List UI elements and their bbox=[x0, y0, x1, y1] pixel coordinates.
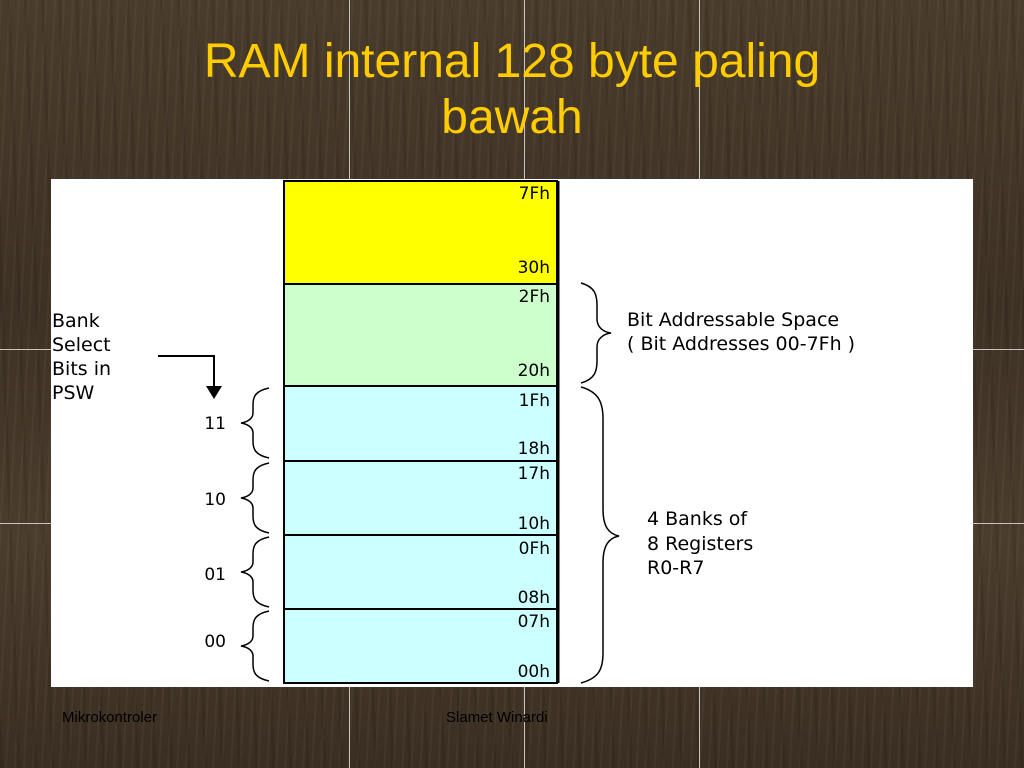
bank-select-arrow-line bbox=[158, 355, 215, 389]
bit-space-line-1: Bit Addressable Space bbox=[627, 309, 839, 331]
brace-bank-2 bbox=[240, 462, 270, 534]
addr-30h: 30h bbox=[518, 258, 550, 278]
addr-10h: 10h bbox=[518, 514, 550, 534]
bank-code-11: 11 bbox=[204, 414, 226, 434]
block-bank-0 bbox=[283, 608, 558, 684]
slide-title: RAM internal 128 byte paling bawah bbox=[100, 34, 924, 146]
brace-bank-3 bbox=[240, 387, 270, 459]
bank-select-line-1: Bank bbox=[52, 310, 100, 332]
block-bit-addressable bbox=[283, 283, 558, 387]
title-line-1: RAM internal 128 byte paling bbox=[203, 35, 821, 88]
addr-2fh: 2Fh bbox=[519, 287, 550, 307]
addr-07h: 07h bbox=[518, 612, 550, 632]
footer-author: Slamet Winardi bbox=[446, 709, 548, 726]
brace-bank-1 bbox=[240, 536, 270, 608]
banks-note-line-3: R0-R7 bbox=[647, 557, 704, 579]
bank-code-00: 00 bbox=[204, 632, 226, 652]
brace-bank-0 bbox=[240, 610, 270, 682]
block-bank-1 bbox=[283, 534, 558, 610]
bank-code-10: 10 bbox=[204, 490, 226, 510]
brace-bit-space bbox=[580, 282, 612, 384]
brace-register-banks bbox=[580, 386, 620, 684]
block-bank-2 bbox=[283, 460, 558, 536]
title-line-2: bawah bbox=[441, 91, 583, 144]
addr-0fh: 0Fh bbox=[519, 539, 550, 559]
addr-00h: 00h bbox=[518, 662, 550, 682]
block-general-ram bbox=[283, 180, 558, 285]
banks-note-line-1: 4 Banks of bbox=[647, 508, 748, 530]
addr-7fh: 7Fh bbox=[519, 184, 550, 204]
memory-map-diagram: 7Fh 30h 2Fh 20h 1Fh 18h 17h 10h 0Fh 08h … bbox=[51, 179, 973, 687]
addr-08h: 08h bbox=[518, 588, 550, 608]
bit-space-line-2: ( Bit Addresses 00-7Fh ) bbox=[627, 333, 855, 355]
bank-select-line-2: Select bbox=[52, 334, 111, 356]
banks-note-line-2: 8 Registers bbox=[647, 533, 753, 555]
addr-17h: 17h bbox=[518, 464, 550, 484]
bank-select-arrow-head bbox=[206, 386, 222, 399]
addr-20h: 20h bbox=[518, 361, 550, 381]
addr-18h: 18h bbox=[518, 439, 550, 459]
bank-select-line-4: PSW bbox=[52, 382, 95, 404]
bank-code-01: 01 bbox=[204, 565, 226, 585]
bank-select-line-3: Bits in bbox=[52, 358, 111, 380]
block-bank-3 bbox=[283, 385, 558, 462]
addr-1fh: 1Fh bbox=[519, 391, 550, 411]
footer-course-name: Mikrokontroler bbox=[62, 709, 158, 726]
memory-map-svg: 7Fh 30h 2Fh 20h 1Fh 18h 17h 10h 0Fh 08h … bbox=[52, 180, 855, 684]
